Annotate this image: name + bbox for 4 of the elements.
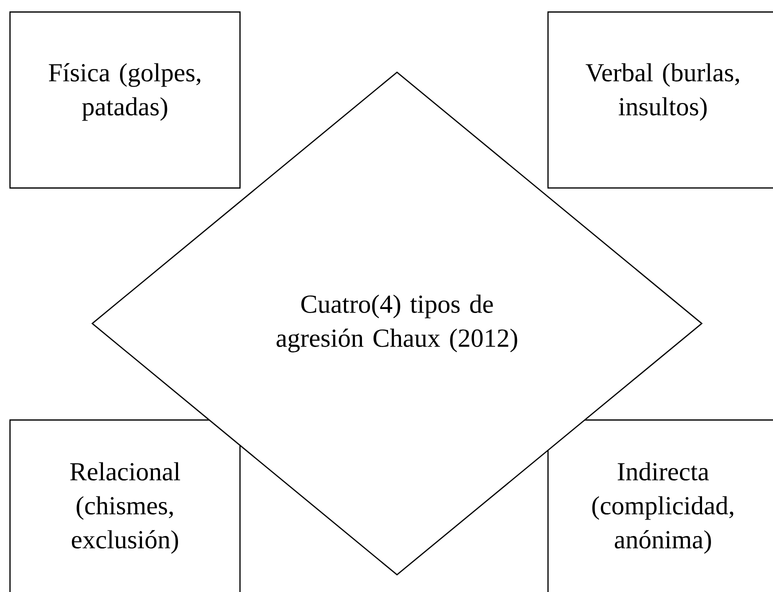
category-box: Verbal (burlas, insultos)	[547, 11, 773, 189]
category-box: Relacional (chismes, exclusión)	[9, 419, 241, 592]
category-box: Física (golpes, patadas)	[9, 11, 241, 189]
node-label: Cuatro(4) tipos de agresión Chaux (2012)	[276, 294, 518, 352]
